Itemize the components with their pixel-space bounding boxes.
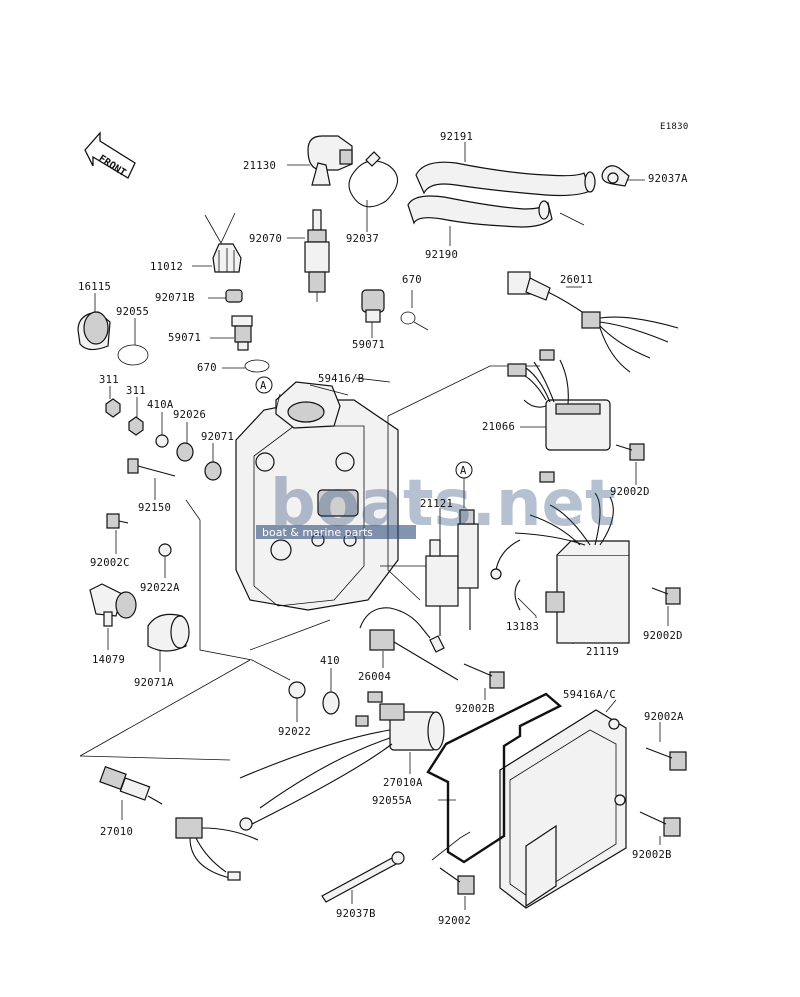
diagram-code: E1830 [660, 122, 689, 132]
part-number-label: 311 [126, 385, 146, 397]
part-number-label: 670 [402, 274, 422, 286]
spark-plug-cap-part [307, 135, 353, 186]
grommet-part-2 [204, 461, 222, 481]
part-number-label: 92002B [455, 703, 495, 715]
part-number-label: 92022A [140, 582, 180, 594]
part-number-label: 311 [99, 374, 119, 386]
part-number-label: 59071 [168, 332, 201, 344]
electric-box-part [235, 381, 399, 611]
cable-tie-part [321, 851, 405, 903]
o-ring-part-2 [244, 359, 270, 373]
part-number-label: 11012 [150, 261, 183, 273]
part-number-label: 92002D [643, 630, 683, 642]
bolt-part-7 [639, 811, 681, 837]
part-number-label: 92037 [346, 233, 379, 245]
part-number-label: 92026 [173, 409, 206, 421]
o-ring-part-3 [400, 311, 416, 325]
bolt-part [127, 458, 176, 477]
callout-label: A [260, 380, 267, 392]
temperature-probe-part [359, 607, 459, 681]
part-number-label: 26011 [560, 274, 593, 286]
washer-part-5 [322, 691, 340, 715]
part-number-label: 13183 [506, 621, 539, 633]
part-number-label: 14079 [92, 654, 125, 666]
bolt-part-6 [645, 747, 687, 771]
starter-relay-part [239, 691, 445, 831]
switch-part [507, 271, 679, 373]
part-number-label: 27010A [383, 777, 423, 789]
washer-part-3 [158, 543, 172, 557]
bolt-part-3 [615, 443, 645, 461]
bolt-part-8 [439, 867, 475, 895]
fitting-part [231, 315, 253, 351]
elbow-fitting-part [89, 583, 137, 627]
part-number-label: 92055A [372, 795, 412, 807]
callout-label-2: A [460, 465, 467, 477]
part-number-label: 92002 [438, 915, 471, 927]
part-number-label: 92071 [201, 431, 234, 443]
part-number-label: 27010 [100, 826, 133, 838]
callout-marker: A [255, 376, 273, 394]
watermark-sub: boat & marine parts [262, 526, 373, 539]
part-number-label: 59416A/C [563, 689, 616, 701]
part-number-label: 92022 [278, 726, 311, 738]
part-number-label: 59416/B [318, 373, 364, 385]
regulator-part [507, 349, 611, 451]
part-number-label: 92150 [138, 502, 171, 514]
washer-part-2 [155, 434, 169, 448]
gasket-part [426, 692, 563, 864]
hose-clamp-part [348, 160, 399, 208]
cdi-unit-part [490, 471, 630, 644]
part-number-label: 92071A [134, 677, 174, 689]
part-number-label: 92002A [644, 711, 684, 723]
nut-part [105, 398, 121, 418]
bolt-part-4 [651, 587, 681, 605]
part-number-label: 92070 [249, 233, 282, 245]
o-ring-part [117, 344, 149, 366]
part-number-label: 92002D [610, 486, 650, 498]
front-arrow-icon: FRONT [84, 131, 136, 179]
part-number-label: 92037A [648, 173, 688, 185]
water-hose-lower-part [407, 195, 553, 228]
filler-cap-part [77, 311, 111, 351]
part-number-label: 26004 [358, 671, 391, 683]
part-number-label: 92055 [116, 306, 149, 318]
part-number-label: 92002C [90, 557, 130, 569]
washer-part-4 [288, 681, 306, 699]
part-number-label: 92190 [425, 249, 458, 261]
part-number-label: 92071B [155, 292, 195, 304]
part-number-label: 21121 [420, 498, 453, 510]
water-hose-upper-part [415, 161, 591, 197]
part-number-label: 92191 [440, 131, 473, 143]
grommet-part-3 [147, 613, 190, 652]
part-number-label: 21119 [586, 646, 619, 658]
part-number-label: 92037B [336, 908, 376, 920]
part-number-label: 410 [320, 655, 340, 667]
nut-part-2 [128, 416, 144, 436]
clip-part [601, 165, 630, 187]
part-number-label: 21066 [482, 421, 515, 433]
part-number-label: 21130 [243, 160, 276, 172]
watermark-logo: boats.net boat & marine parts [256, 467, 616, 541]
pressure-switch-part [99, 765, 259, 881]
cap-part [212, 243, 242, 273]
ignition-coil-part [425, 509, 479, 636]
part-number-label: 16115 [78, 281, 111, 293]
washer-part [225, 289, 243, 303]
fitting-part-2 [361, 289, 385, 323]
spark-plug-part [304, 209, 330, 302]
part-number-label: 410A [147, 399, 174, 411]
part-number-label: 92002B [632, 849, 672, 861]
bolt-part-5 [463, 663, 505, 689]
grommet-part [176, 442, 194, 462]
cover-case-part [499, 709, 627, 909]
part-number-label: 670 [197, 362, 217, 374]
bolt-part-2 [106, 513, 129, 529]
part-number-label: 59071 [352, 339, 385, 351]
